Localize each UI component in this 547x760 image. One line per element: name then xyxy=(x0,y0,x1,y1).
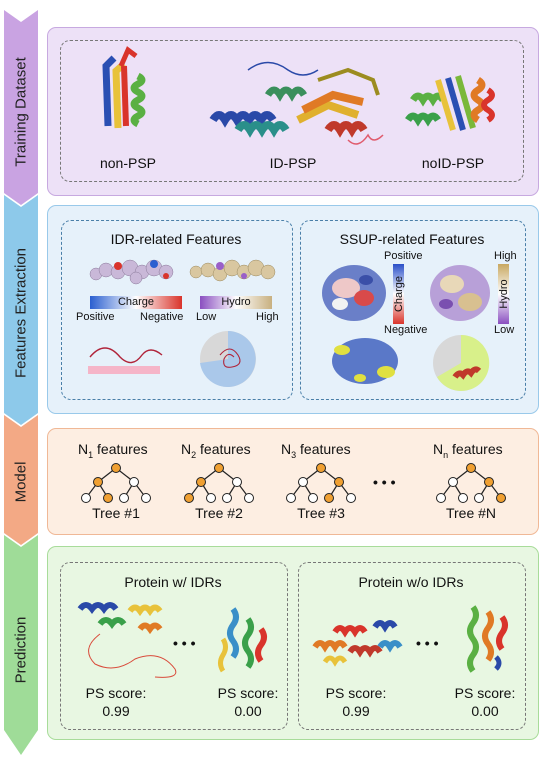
ssup-hydro-bottom: Low xyxy=(494,324,515,336)
idr-sequence-curve xyxy=(88,347,163,374)
without-idr-score-1: 0.99 xyxy=(342,703,370,719)
arrow-shape xyxy=(4,415,38,545)
feature-n: N xyxy=(181,441,192,457)
ssup-charge-colorbar xyxy=(393,264,404,324)
idr-hydro-label: Hydro xyxy=(221,296,251,308)
decision-tree-3 xyxy=(286,463,356,503)
protein-noid-psp-structure xyxy=(405,75,495,131)
features-panel: IDR-related Features Charge Positive Neg… xyxy=(47,205,539,414)
with-idr-score-2: 0.00 xyxy=(234,703,262,719)
ssup-charge-bottom: Negative xyxy=(384,324,428,336)
model-feature-n: Nn features xyxy=(433,441,503,460)
stage-arrow-prediction xyxy=(4,535,38,755)
protein-label-id-psp: ID-PSP xyxy=(269,155,317,171)
feature-suffix: features xyxy=(93,441,148,457)
stage-arrow-training xyxy=(4,10,38,205)
without-idr-score-2: 0.00 xyxy=(471,703,499,719)
ssup-charge-top: Positive xyxy=(384,250,423,262)
protein-label-non-psp: non-PSP xyxy=(99,155,157,171)
stage-label-features: Features Extraction xyxy=(12,247,30,379)
feature-subscript: 2 xyxy=(191,449,197,460)
without-idr-title: Protein w/o IDRs xyxy=(358,574,464,590)
with-idr-score-label-2: PS score: xyxy=(217,685,279,701)
idr-charge-label: Charge xyxy=(117,296,155,308)
idr-charge-high: Negative xyxy=(140,311,184,323)
idr-hydro-molecule xyxy=(189,259,276,282)
arrow-shape xyxy=(4,535,38,755)
decision-tree-1 xyxy=(81,463,151,503)
idr-charge-molecule xyxy=(89,259,174,285)
arrow-shape xyxy=(4,10,38,205)
idr-hydro-high: High xyxy=(256,311,279,323)
without-idr-protein-2 xyxy=(467,605,508,673)
feature-subscript: 3 xyxy=(291,449,297,460)
protein-label-noid-psp: noID-PSP xyxy=(421,155,485,171)
prediction-panel: Protein w/ IDRs • • • PS score: 0.99 PS … xyxy=(47,546,539,740)
ssup-hydro-colorbar xyxy=(498,264,509,324)
arrow-shape xyxy=(4,195,38,425)
idr-hydro-low: Low xyxy=(196,311,217,323)
protein-non-psp-structure xyxy=(102,46,146,129)
with-idr-title: Protein w/ IDRs xyxy=(124,574,222,590)
ssup-features-box xyxy=(300,220,526,400)
model-feature-1: N1 features xyxy=(78,441,148,460)
model-feature-3: N3 features xyxy=(281,441,351,460)
idr-features-title: IDR-related Features xyxy=(110,231,242,247)
stage-label-training: Training Dataset xyxy=(12,57,30,167)
training-panel: non-PSP ID-PSP noID-PSP xyxy=(47,27,539,196)
idr-features-box xyxy=(61,220,293,400)
stage-label-model: Model xyxy=(12,461,30,503)
without-idr-protein-1 xyxy=(312,620,403,667)
decision-tree-n xyxy=(436,463,506,503)
stage-label-prediction: Prediction xyxy=(12,616,30,684)
ssup-charge-label: Charge xyxy=(393,275,405,313)
with-idr-box xyxy=(60,562,288,730)
feature-suffix: features xyxy=(196,441,251,457)
idr-fraction-pie xyxy=(200,331,256,387)
model-feature-2: N2 features xyxy=(181,441,251,460)
tree-label-3: Tree #3 xyxy=(297,505,345,521)
decision-tree-2 xyxy=(184,463,254,503)
without-idr-box xyxy=(298,562,526,730)
feature-n: N xyxy=(78,441,89,457)
feature-n: N xyxy=(433,441,444,457)
with-idr-score-1: 0.99 xyxy=(102,703,130,719)
ssup-hydro-label: Hydro xyxy=(498,279,510,309)
tree-label-n: Tree #N xyxy=(445,505,497,521)
idr-charge-colorbar xyxy=(90,296,182,309)
model-ellipsis: • • • xyxy=(373,474,396,490)
feature-n: N xyxy=(281,441,292,457)
with-idr-protein-1 xyxy=(77,602,177,678)
ssup-hydro-surface xyxy=(430,265,490,321)
feature-subscript: n xyxy=(443,449,449,460)
idr-hydro-colorbar xyxy=(200,296,272,309)
without-idr-ellipsis: • • • xyxy=(416,635,439,651)
ssup-surface-patch xyxy=(332,338,398,384)
protein-id-psp-structure xyxy=(209,61,384,145)
tree-label-2: Tree #2 xyxy=(195,505,243,521)
idr-charge-low: Positive xyxy=(76,311,115,323)
ssup-hydro-top: High xyxy=(494,250,517,262)
ssup-charge-surface xyxy=(322,265,386,321)
tree-label-1: Tree #1 xyxy=(92,505,140,521)
with-idr-ellipsis: • • • xyxy=(173,635,196,651)
feature-suffix: features xyxy=(448,441,503,457)
stage-arrow-model xyxy=(4,415,38,545)
without-idr-score-label-2: PS score: xyxy=(454,685,516,701)
ssup-fraction-pie xyxy=(433,334,490,391)
feature-subscript: 1 xyxy=(88,449,94,460)
without-idr-score-label-1: PS score: xyxy=(325,685,387,701)
with-idr-score-label-1: PS score: xyxy=(85,685,147,701)
feature-suffix: features xyxy=(296,441,351,457)
ssup-features-title: SSUP-related Features xyxy=(339,231,485,247)
stage-arrow-features xyxy=(4,195,38,425)
model-panel: N1 features N2 features N3 features Nn f… xyxy=(47,428,539,535)
with-idr-protein-2 xyxy=(218,607,267,673)
training-dashed-box xyxy=(60,40,524,182)
